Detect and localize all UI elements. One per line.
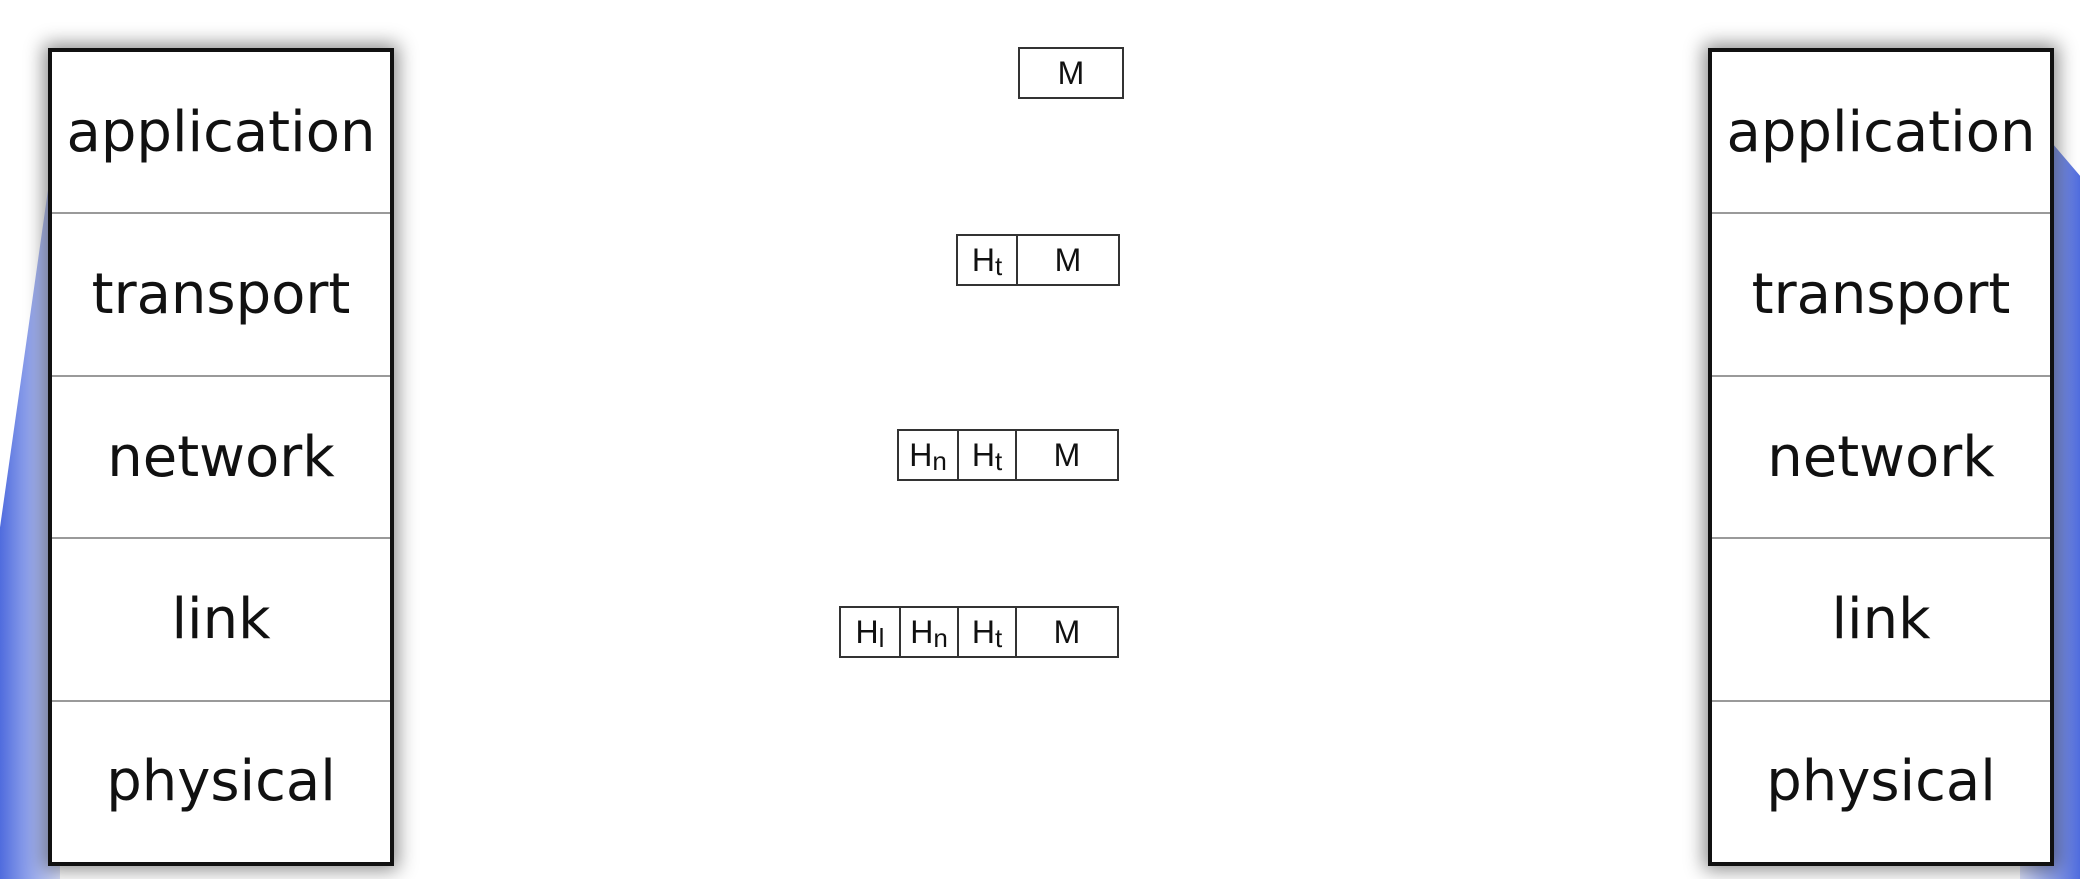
right-layer-link: link [1712,537,2050,699]
right-layer-network: network [1712,374,2050,537]
message-cell: M [1015,431,1117,479]
left-layer-network: network [52,374,390,537]
message-cell: M [1016,236,1118,284]
right-layer-physical: physical [1712,699,2050,862]
right-layer-transport: transport [1712,212,2050,374]
left-layer-application: application [66,99,376,165]
left-layer-transport: transport [52,212,390,374]
message-cell: M [1015,608,1117,656]
left-layer-link: link [52,537,390,699]
packet-application: M [1018,47,1124,99]
right-protocol-stack: application transport network link physi… [1708,48,2054,866]
right-layer-application: application [1726,99,2036,165]
left-protocol-stack: application transport network link physi… [48,48,394,866]
left-layer-physical: physical [52,699,390,862]
message-cell: M [1057,54,1085,91]
